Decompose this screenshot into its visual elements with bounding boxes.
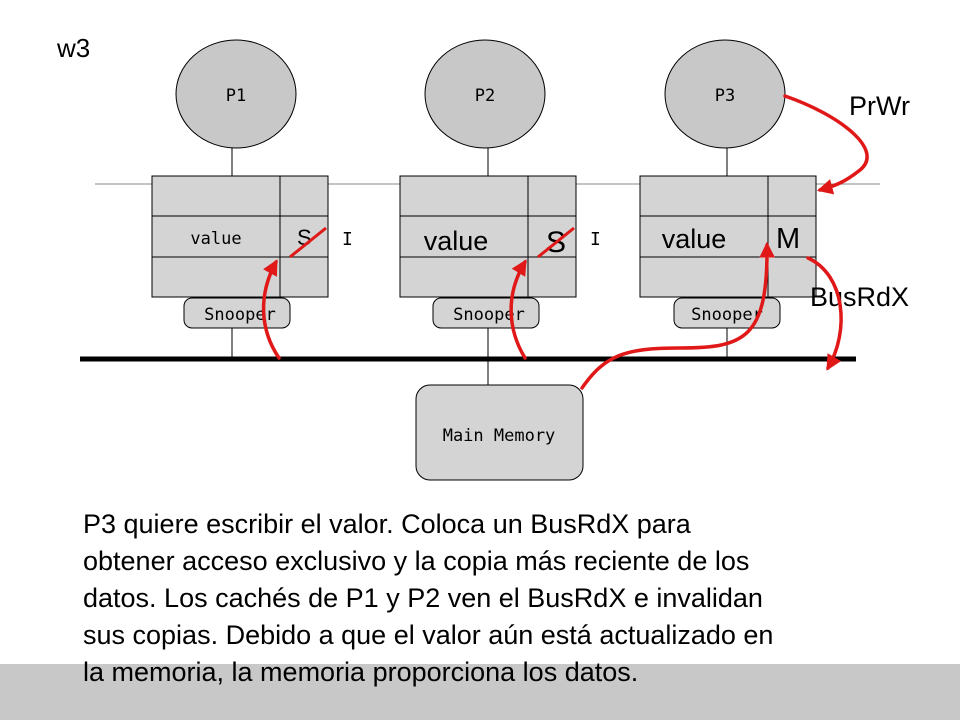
busrdx-arrow	[806, 256, 843, 371]
snooper-p1: Snooper	[183, 297, 291, 329]
processor-unit-p3: P3 value M Snooper	[639, 39, 817, 358]
memory-data-arrow	[580, 241, 776, 390]
main-memory-label: Main Memory	[443, 426, 556, 446]
processor-p3	[664, 39, 786, 149]
prwr-label: PrWr	[849, 91, 910, 121]
snooper-p2-label: Snooper	[453, 305, 525, 325]
prwr-arrow	[783, 94, 869, 195]
cache-p2: value S	[399, 175, 577, 298]
cache-p3-state: M	[776, 223, 800, 255]
processor-unit-p1: P1 value S I Snooper	[151, 39, 353, 358]
p2-invalidate-arrow	[509, 259, 527, 360]
slide-label: w3	[56, 33, 90, 63]
cache-p3-frame	[639, 175, 817, 298]
snooper-p3-label: Snooper	[691, 305, 763, 325]
footer-band	[0, 664, 960, 720]
cache-p1-frame	[151, 175, 329, 298]
cache-p1: value S	[151, 175, 329, 298]
processor-p2	[424, 39, 546, 149]
cache-p1-new-state: I	[342, 229, 353, 250]
busrdx-label: BusRdX	[810, 282, 909, 312]
p1-invalidate-arrow	[261, 259, 281, 360]
cache-p2-value: value	[424, 226, 489, 256]
processor-unit-p2: P2 value S I Snooper	[399, 39, 601, 358]
slide-description: P3 quiere escribir el valor. Coloca un B…	[83, 509, 774, 687]
processor-p3-label: P3	[715, 86, 735, 106]
snooper-p3-box	[673, 297, 781, 329]
cache-p3: value M	[639, 175, 817, 298]
cache-p3-value: value	[662, 224, 727, 254]
cache-p2-strikeout	[537, 226, 575, 259]
snooper-p3: Snooper	[673, 297, 781, 329]
processor-p1	[175, 39, 297, 149]
cache-p1-strikeout	[289, 226, 327, 259]
cache-p1-value: value	[190, 229, 241, 249]
processor-p1-label: P1	[226, 86, 246, 106]
cache-p2-new-state: I	[590, 229, 601, 250]
main-memory: Main Memory	[415, 360, 584, 481]
processor-p2-label: P2	[475, 86, 495, 106]
snooper-p1-label: Snooper	[204, 305, 276, 325]
main-memory-box	[415, 384, 584, 481]
snooper-p2: Snooper	[432, 297, 540, 329]
cache-p2-frame	[399, 175, 577, 298]
